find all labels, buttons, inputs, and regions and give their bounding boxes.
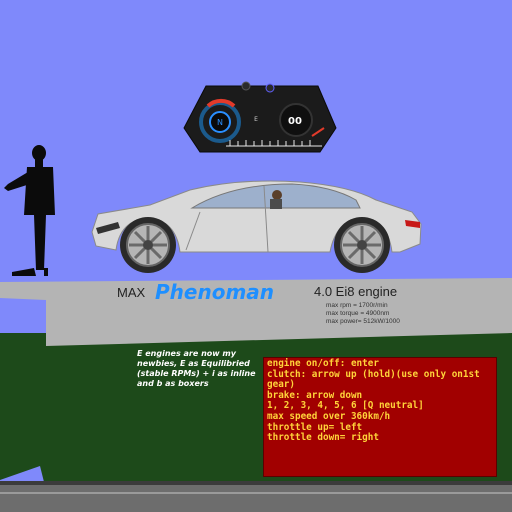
platform	[0, 278, 512, 346]
indicator-left-icon	[241, 81, 251, 91]
road	[0, 481, 512, 512]
brand-label: MAX	[117, 285, 146, 300]
control-line: brake: arrow down	[267, 389, 363, 401]
water-patch	[0, 466, 44, 482]
control-line: throttle down= right	[267, 432, 379, 444]
speed-readout: 00	[288, 116, 302, 127]
control-line: gear)	[267, 379, 295, 391]
model-name: Phenoman	[155, 280, 275, 304]
control-line: throttle up= left	[267, 421, 363, 433]
control-line: 1, 2, 3, 4, 5, 6 [Q neutral]	[267, 400, 424, 412]
spec-max-power: max power= 512kW/1000	[326, 318, 400, 325]
control-line: max speed over 360km/h	[267, 410, 391, 422]
road-edge	[0, 481, 512, 485]
indicator-right-icon	[265, 83, 275, 93]
engine-note: E engines are now my newbies, E as Equil…	[137, 349, 256, 388]
dashboard-cluster: N 00 E	[183, 81, 337, 153]
tachometer-ring	[199, 101, 241, 143]
rear-wheel	[334, 217, 390, 273]
controls-panel: engine on/off: enter clutch: arrow up (h…	[263, 357, 497, 477]
speedometer-ring	[279, 103, 313, 137]
gear-indicator: N	[217, 118, 223, 127]
dashboard-housing	[183, 85, 337, 153]
person-silhouette	[4, 145, 55, 276]
control-line: clutch: arrow up (hold)(use only on1st	[267, 368, 480, 380]
mode-indicator: E	[254, 116, 258, 123]
control-line: engine on/off: enter	[267, 358, 379, 369]
spec-max-rpm: max rpm = 1700r/min	[326, 302, 388, 309]
road-curb	[0, 492, 512, 494]
car	[91, 180, 422, 273]
front-wheel	[120, 217, 176, 273]
spec-max-torque: max torque = 4900nm	[326, 310, 390, 317]
engine-title: 4.0 Ei8 engine	[314, 284, 398, 299]
